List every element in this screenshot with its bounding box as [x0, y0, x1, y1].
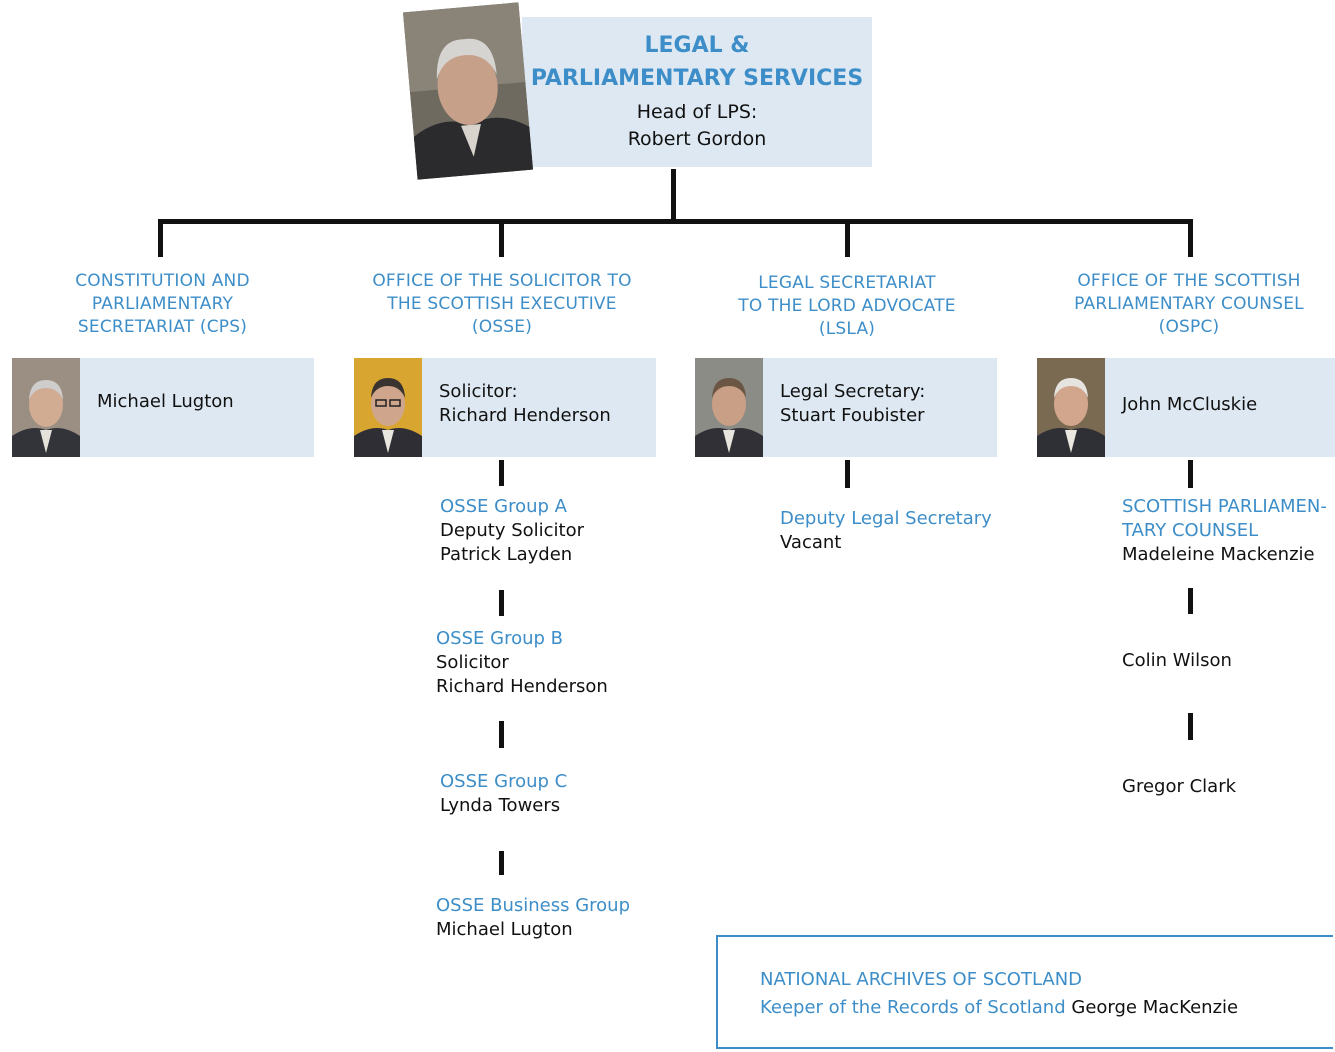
connector-trunk — [671, 169, 676, 221]
dept-title-cps: CONSTITUTION AND PARLIAMENTARY SECRETARI… — [75, 271, 250, 337]
connector-ospc-counsel — [1188, 460, 1193, 488]
portrait-cps — [12, 358, 80, 457]
connector-osse-c — [499, 721, 504, 748]
head-portrait — [402, 2, 534, 180]
dept-title-osse: OFFICE OF THE SOLICITOR TO THE SCOTTISH … — [372, 271, 632, 337]
connector-osse-a — [499, 460, 504, 486]
connector-drop-ospc — [1188, 219, 1193, 257]
subunit-ospc-wilson: Colin Wilson — [1122, 650, 1232, 671]
subunit-osse-group-b: OSSE Group B Solicitor Richard Henderson — [436, 628, 608, 697]
connector-ospc-clark — [1188, 713, 1193, 740]
head-title-line1: LEGAL & — [644, 33, 750, 58]
dept-person-osse: Solicitor: Richard Henderson — [439, 381, 611, 426]
portrait-ospc — [1037, 358, 1105, 457]
connector-osse-b — [499, 590, 504, 616]
portrait-lsla — [695, 358, 763, 457]
subunit-osse-business-group: OSSE Business Group Michael Lugton — [436, 895, 631, 940]
dept-person-ospc: John McCluskie — [1122, 394, 1258, 415]
connector-drop-osse — [499, 219, 504, 257]
archives-role: Keeper of the Records of Scotland — [760, 997, 1066, 1018]
subunit-ospc-clark: Gregor Clark — [1122, 776, 1237, 797]
head-box — [522, 17, 872, 167]
head-role: Head of LPS: — [636, 101, 758, 123]
archives-title: NATIONAL ARCHIVES OF SCOTLAND — [760, 969, 1083, 990]
connector-horizontal — [158, 219, 1193, 224]
head-title-line2: PARLIAMENTARY SERVICES — [530, 66, 864, 91]
archives-name: George MacKenzie — [1071, 997, 1239, 1018]
dept-title-lsla: LEGAL SECRETARIAT TO THE LORD ADVOCATE (… — [738, 273, 956, 339]
subunit-osse-group-a: OSSE Group A Deputy Solicitor Patrick La… — [440, 496, 585, 565]
portrait-osse — [354, 358, 422, 457]
archives-box — [716, 935, 1333, 1049]
dept-person-lsla: Legal Secretary: Stuart Foubister — [780, 381, 926, 426]
dept-title-ospc: OFFICE OF THE SCOTTISH PARLIAMENTARY COU… — [1074, 271, 1304, 337]
subunit-ospc-counsel: SCOTTISH PARLIAMEN- TARY COUNSEL Madelei… — [1122, 496, 1327, 565]
archives-keeper-line: Keeper of the Records of Scotland George… — [760, 996, 1238, 1020]
head-name: Robert Gordon — [627, 128, 767, 150]
connector-ospc-wilson — [1188, 588, 1193, 614]
connector-lsla-deputy — [845, 460, 850, 488]
subunit-osse-group-c: OSSE Group C Lynda Towers — [440, 771, 568, 816]
connector-drop-lsla — [845, 219, 850, 257]
connector-osse-business — [499, 851, 504, 875]
dept-person-cps: Michael Lugton — [97, 391, 234, 412]
subunit-lsla-deputy: Deputy Legal Secretary Vacant — [780, 508, 992, 553]
connector-drop-cps — [158, 219, 163, 257]
